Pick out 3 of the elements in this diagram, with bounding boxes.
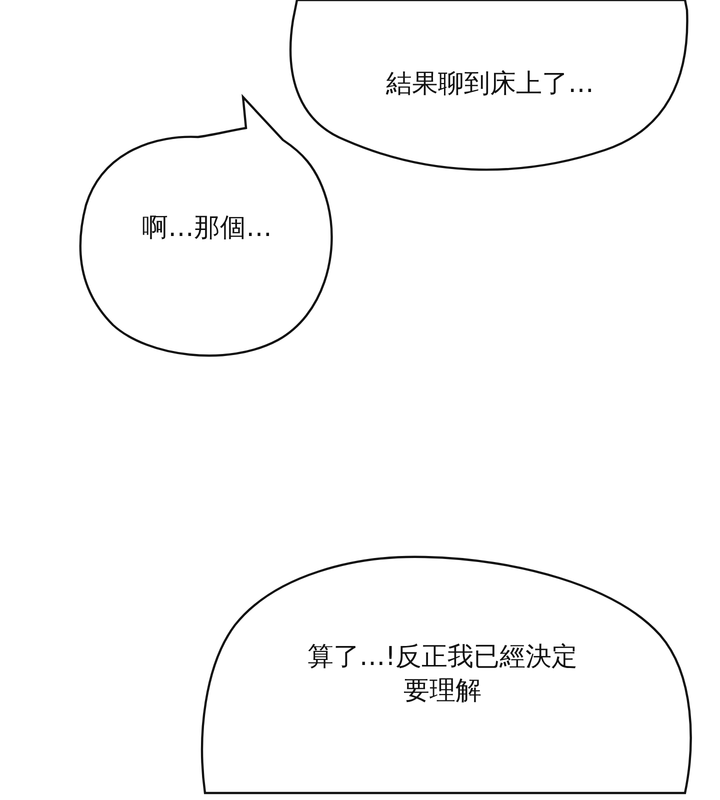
dialogue-text: 結果聊到床上了… [386, 68, 594, 102]
dialogue-text: 啊…那個… [142, 212, 272, 246]
dialogue-text: 算了…!反正我已經決定要理解 [306, 641, 579, 708]
